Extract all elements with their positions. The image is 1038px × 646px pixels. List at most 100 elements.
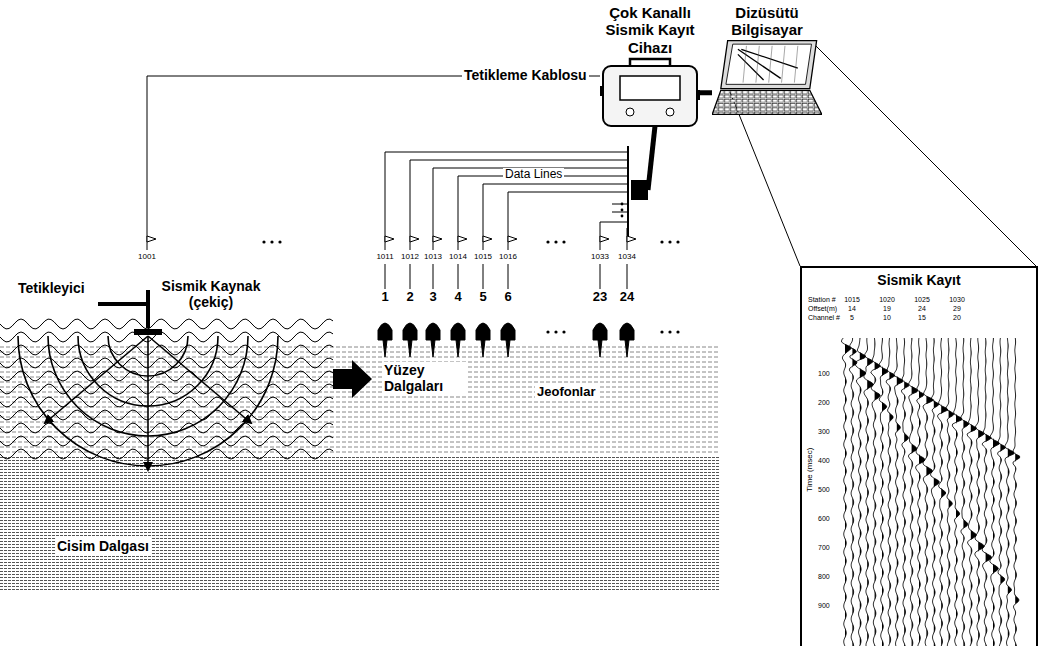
trace-wiggle [982,338,992,646]
header-value: 10 [877,314,897,322]
geophone-number: 24 [616,290,638,305]
recorder-icon [696,90,700,100]
ellipsis-dots [676,240,679,243]
trace-wiggle [952,338,961,646]
wave-line [0,436,333,446]
tick-label: 500 [818,486,830,494]
wavefronts [148,336,251,423]
geophone-number: 4 [447,290,469,305]
geophone-spike [456,340,460,357]
header-label: Offset(m) [808,305,837,313]
data-lines-label: Data Lines [503,168,564,182]
data-line [612,212,628,213]
trace-fill [993,338,999,646]
header-label: Station # [808,296,836,304]
station-flag [600,236,609,242]
source-label: Sismik Kaynak (çekiç) [154,278,268,310]
header-value: 1025 [912,296,932,304]
laptop-icon [738,49,798,80]
ground [0,344,720,590]
recorder-icon [626,108,634,116]
station-number: 1015 [470,252,496,261]
wave-line [0,384,333,394]
trace-fill [875,338,881,646]
ellipsis-dots [668,330,671,333]
junction-box [628,126,655,236]
geophone-spike [506,340,510,357]
ellipsis-dots [262,203,679,334]
record-panel: Sismik Kayıt [800,266,1038,646]
trace-wiggle [937,338,948,646]
trace-fill [956,338,962,646]
surface-wave-arrow [333,360,372,398]
geophone-number: 3 [422,290,444,305]
ellipsis-dots [668,240,671,243]
trace-wiggle [902,338,909,646]
station-flag [458,236,467,242]
trace-fill [971,338,977,646]
laptop-icon [712,39,822,116]
wavefronts [18,336,278,470]
trace-wiggle [842,338,852,646]
laptop-icon [738,54,764,80]
data-line [385,264,386,289]
cable-label: Tetikleme Kablosu [462,67,589,83]
header-value: 15 [912,314,932,322]
cable-connector [700,90,712,95]
trace-fill [852,338,857,646]
cable-rig [147,76,636,357]
trace-fill [912,338,918,646]
junction-box [627,146,629,236]
seismic-traces [842,338,1020,646]
trace-wiggle [946,338,954,646]
junction-box [648,126,655,190]
trace-wiggle [871,338,881,646]
laptop-icon [712,90,822,114]
tick-label: 600 [818,515,830,523]
ellipsis-dots [546,330,549,333]
data-line [458,264,459,289]
header-value: 1030 [947,296,967,304]
trace-wiggle [855,338,866,646]
ellipsis-dots [278,240,281,243]
trace-wiggle [967,338,977,646]
ellipsis-dots [660,330,663,333]
header-value: 19 [877,305,897,313]
geophone-body [593,323,607,340]
trace-wiggle [864,338,874,646]
axis-title: Time (msec) [805,440,814,500]
wave-lines [0,319,333,459]
wave-label: Cisim Dalgası [55,538,151,554]
geophone-body [476,323,490,340]
data-line [483,264,484,289]
hammer-source [98,290,162,335]
header-value: 5 [842,314,862,322]
recorder-icon [600,56,700,130]
wavefronts [45,336,148,423]
header-value: 14 [842,305,862,313]
laptop-icon [738,49,781,78]
laptop-icon [726,44,812,84]
trace-wiggle [990,338,999,646]
wave-label: Yüzey Dalgaları [382,362,466,394]
geophone-body [426,323,440,340]
ellipsis-dots [621,203,624,206]
geophone-spike [383,340,387,357]
station-number: 1001 [132,252,162,261]
trace-wiggle [916,338,926,646]
data-line [483,184,628,236]
trace-fill [904,338,909,646]
tick-label: 100 [818,370,830,378]
geophone-body [403,323,417,340]
recorder-icon [603,66,697,126]
geophone-body [620,323,634,340]
data-line [508,192,628,236]
tick-label: 200 [818,399,830,407]
data-line [410,264,411,289]
ellipsis-dots [554,240,557,243]
data-line [433,264,434,289]
trace-wiggle [879,338,888,646]
zoom-lines [730,92,800,266]
